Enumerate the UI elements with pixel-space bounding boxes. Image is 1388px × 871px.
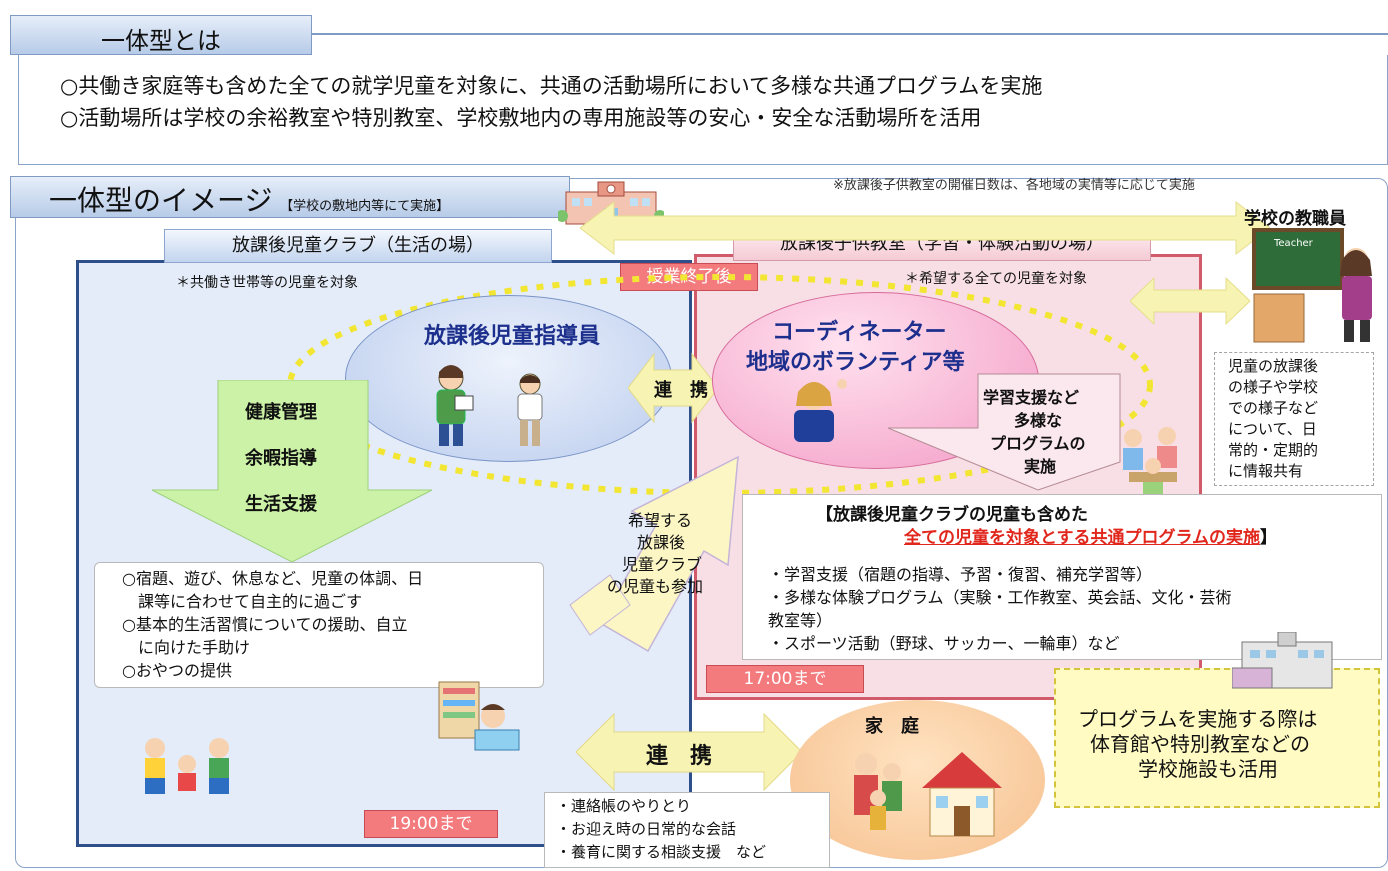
club-staff-ellipse [345,295,672,462]
intro-box [18,55,1388,165]
home-item-3: ・養育に関する相談支援 など [556,843,767,861]
club-activity-1: ○宿題、遊び、休息など、児童の体調、日 [122,569,424,588]
program-arrow-text-4: 実施 [1024,457,1057,476]
facility-note-2: 体育館や特別教室などの [1090,732,1310,756]
school-facility-icon [1232,632,1333,689]
home-item-2: ・お迎え時の日常的な会話 [556,820,737,838]
teacher-blackboard-icon: Teacher [1252,228,1372,343]
coordinator-icon [794,379,847,442]
program-arrow-text-2: 多様な [1014,411,1063,430]
club-support-item-2: 余暇指導 [245,448,317,469]
program-title-line-2: 全ての児童を対象とする共通プログラムの実施】 [904,523,1277,548]
teachers-title: 学校の教職員 [1244,209,1346,229]
club-staff-label: 放課後児童指導員 [424,324,601,349]
club-time-badge: 19:00まで [364,810,498,838]
reading-child-icon [438,681,520,751]
home-title: 家 庭 [865,716,919,737]
program-title-line-1: 【放課後児童クラブの児童も含めた [816,505,1088,525]
kyoshitsu-time-badge: 17:00まで [706,665,864,693]
image-section-tab: 一体型のイメージ 【学校の敷地内等にて実施】 [10,176,570,218]
teachers-info-2: の様子や学校 [1228,378,1319,396]
club-activity-5: ○おやつの提供 [122,661,232,680]
image-section-note: ※放課後子供教室の開催日数は、各地域の実情等に応じて実施 [833,178,1195,193]
club-activity-4: に向けた手助け [138,638,251,657]
group-children-icon [1123,427,1177,496]
club-tab: 放課後児童クラブ（生活の場） [164,229,552,263]
program-item-1: ・学習支援（宿題の指導、予習・復習、補充学習等） [768,565,1153,584]
teachers-info-box [1214,352,1374,486]
facility-note-1: プログラムを実施する際は [1078,707,1318,731]
header-title-line [312,33,1388,35]
header-title: 一体型とは [101,27,221,55]
join-text-1: 希望する [628,511,693,530]
teachers-info-6: に情報共有 [1228,462,1304,480]
club-activity-2: 課等に合わせて自主的に過ごす [138,592,363,611]
home-items-box [544,792,830,868]
intro-line-2: ○活動場所は学校の余裕教室や特別教室、学校敷地内の専用施設等の安心・安全な活動場… [60,106,982,130]
common-program-box [742,494,1382,660]
home-item-1: ・連絡帳のやりとり [556,797,692,815]
join-text-3: 児童クラブ [622,555,703,574]
teachers-info-3: での様子など [1228,399,1319,417]
club-time-label: 19:00まで [389,814,473,834]
facility-note-box [1054,668,1380,808]
kyoshitsu-time-label: 17:00まで [743,669,827,689]
children-playing-icon [145,738,229,794]
intro-line-1: ○共働き家庭等も含めた全ての就学児童を対象に、共通の活動場所において多様な共通プ… [60,74,1043,98]
program-item-2: ・多様な体験プログラム（実験・工作教室、英会話、文化・芸術 [768,588,1232,607]
join-arrow [569,455,739,653]
facility-note-3: 学校施設も活用 [1138,757,1278,781]
coordinator-line-2: 地域のボランティア等 [746,350,965,375]
program-title-end: 】 [1259,528,1277,548]
family-house-icon [854,752,1002,837]
teachers-info-4: について、日 [1228,420,1317,438]
home-renkei-label: 連 携 [646,744,713,769]
header-title-tab: 一体型とは [10,15,312,55]
program-item-3: 教室等） [768,611,833,630]
join-text-2: 放課後 [637,533,686,552]
center-renkei-arrow [628,352,718,424]
image-section-subtitle: 【学校の敷地内等にて実施】 [280,199,450,214]
shared-space-dotted-oval [287,274,1153,496]
coordinator-line-1: コーディネーター [772,320,947,345]
program-title-highlight: 全ての児童を対象とする共通プログラムの実施 [904,528,1260,548]
after-class-label: 授業終了後 [646,267,732,287]
teachers-kyoshitsu-arrow [1130,276,1250,326]
center-renkei-label: 連 携 [654,380,708,401]
blackboard-text: Teacher [1273,238,1314,249]
home-renkei-arrow [576,712,802,792]
club-support-item-3: 生活支援 [245,494,317,515]
program-arrow-text-1: 学習支援など [983,388,1080,407]
kyoshitsu-target: ＊希望する全ての児童を対象 [905,271,1087,287]
school-teachers-arrow [580,200,1270,256]
home-ellipse [790,700,1045,860]
club-support-item-1: 健康管理 [245,402,317,423]
teachers-info-1: 児童の放課後 [1228,357,1319,375]
club-support-arrow [151,380,433,563]
club-target: ＊共働き世帯等の児童を対象 [176,275,358,291]
image-section-title: 一体型のイメージ [49,184,273,217]
program-item-4: ・スポーツ活動（野球、サッカー、一輪車）など [768,634,1120,653]
club-activities-box [94,562,544,688]
club-child-icon [517,373,543,446]
club-activity-3: ○基本的生活習慣についての援助、自立 [122,615,408,634]
club-tab-label: 放課後児童クラブ（生活の場） [232,235,484,256]
club-staff-icon [436,365,474,446]
teachers-info-5: 常的・定期的 [1228,441,1319,459]
program-arrow [888,373,1121,491]
join-text-4: の児童も参加 [607,577,704,596]
after-class-badge: 授業終了後 [620,263,758,291]
program-arrow-text-3: プログラムの [990,434,1086,453]
